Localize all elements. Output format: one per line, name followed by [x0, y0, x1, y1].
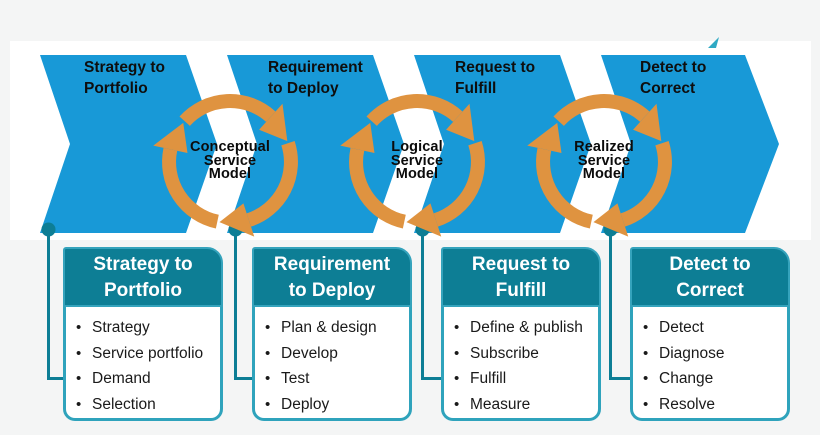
cycle-label-line: Realized: [574, 139, 634, 155]
stream-box-title-line: Detect to: [669, 254, 751, 275]
cycle-label-line: Service: [577, 152, 631, 169]
stream-box-title-line: Correct: [676, 280, 744, 301]
chevron-detect-to-correct: [601, 55, 779, 233]
chevron-label-line: Portfolio: [84, 80, 148, 97]
chevron-label-line: Detect to: [640, 59, 707, 76]
list-item: Subscribe: [454, 341, 594, 367]
chevron-label-request-to-fulfill: Request to Fulfill: [455, 57, 573, 99]
list-item: Plan & design: [265, 315, 405, 341]
stream-box-list: Define & publish Subscribe Fulfill Measu…: [441, 307, 601, 421]
list-item: Demand: [76, 366, 216, 392]
chevron-label-line: Strategy to: [84, 59, 165, 76]
list-item: Measure: [454, 392, 594, 418]
chevron-label-requirement-to-deploy: Requirement to Deploy: [268, 57, 386, 99]
list-item: Service portfolio: [76, 341, 216, 367]
cycle-label-logical-service-model: Logical Service Model: [357, 139, 477, 182]
stream-box-title-line: Portfolio: [103, 280, 183, 301]
list-item: Resolve: [643, 392, 783, 418]
list-item: Selection: [76, 392, 216, 418]
cycle-label-line: Model: [208, 166, 252, 182]
chevron-label-line: Fulfill: [455, 80, 497, 97]
stream-box-list: Plan & design Develop Test Deploy: [252, 307, 412, 421]
stream-box-title-line: Requirement: [273, 254, 391, 275]
cycle-label-line: Model: [395, 166, 439, 182]
stream-box-header: Requirement to Deploy: [252, 247, 412, 307]
list-item: Define & publish: [454, 315, 594, 341]
list-item: Deploy: [265, 392, 405, 418]
stream-box-header: Detect to Correct: [630, 247, 790, 307]
list-item: Develop: [265, 341, 405, 367]
connector-line-2: [234, 230, 254, 380]
connector-line-1: [47, 230, 65, 380]
chevron-label-detect-to-correct: Detect to Correct: [640, 57, 758, 99]
stream-box-strategy-to-portfolio: Strategy to Portfolio Strategy Service p…: [63, 247, 223, 421]
stream-box-title-line: to Deploy: [288, 280, 376, 301]
cycle-label-line: Logical: [391, 139, 443, 155]
chevron-label-strategy-to-portfolio: Strategy to Portfolio: [84, 57, 202, 99]
list-item: Detect: [643, 315, 783, 341]
stream-box-header: Request to Fulfill: [441, 247, 601, 307]
stream-box-detect-to-correct: Detect to Correct Detect Diagnose Change…: [630, 247, 790, 421]
stream-box-requirement-to-deploy: Requirement to Deploy Plan & design Deve…: [252, 247, 412, 421]
list-item: Fulfill: [454, 366, 594, 392]
list-item: Test: [265, 366, 405, 392]
chevron-label-line: Correct: [640, 80, 696, 97]
cycle-label-line: Model: [582, 166, 626, 182]
stream-box-list: Strategy Service portfolio Demand Select…: [63, 307, 223, 421]
chevron-label-line: Request to: [455, 59, 536, 76]
cycle-label-line: Service: [390, 152, 444, 169]
cycle-label-line: Service: [203, 152, 257, 169]
connector-dot-1: [41, 222, 56, 237]
connector-line-3: [421, 230, 443, 380]
cycle-label-conceptual-service-model: Conceptual Service Model: [170, 139, 290, 182]
chevron-label-line: Requirement: [268, 59, 363, 76]
cycle-label-line: Conceptual: [190, 139, 270, 155]
stream-box-title-line: Request to: [471, 254, 571, 275]
stream-box-list: Detect Diagnose Change Resolve: [630, 307, 790, 421]
list-item: Change: [643, 366, 783, 392]
stream-box-header: Strategy to Portfolio: [63, 247, 223, 307]
list-item: Strategy: [76, 315, 216, 341]
list-item: Diagnose: [643, 341, 783, 367]
chevron-label-line: to Deploy: [268, 80, 339, 97]
cycle-label-realized-service-model: Realized Service Model: [544, 139, 664, 182]
stream-box-request-to-fulfill: Request to Fulfill Define & publish Subs…: [441, 247, 601, 421]
stream-box-title-line: Strategy to: [93, 254, 193, 275]
connector-line-4: [609, 230, 632, 380]
corner-mark-icon: [708, 37, 719, 48]
stream-box-title-line: Fulfill: [495, 280, 547, 301]
